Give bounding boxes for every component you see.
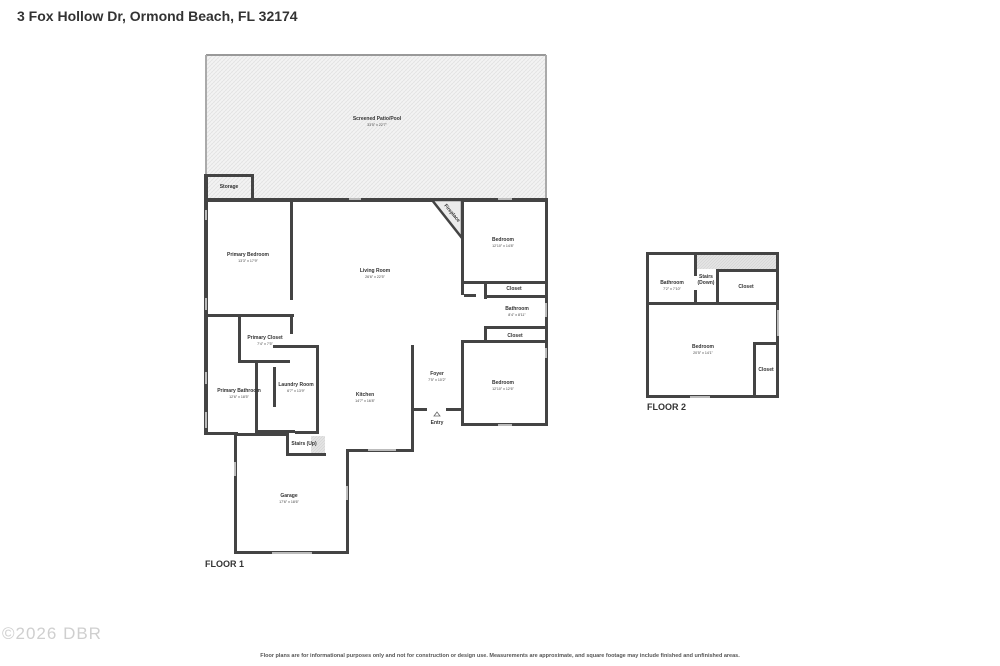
room-primary-closet-dim: 7'4" x 7'5" [257, 342, 273, 346]
f2-stairs-name: Stairs [699, 274, 713, 280]
entry-arrow-icon [433, 411, 441, 417]
north-wall [205, 198, 463, 202]
room-foyer-dim: 7'5" x 10'2" [428, 378, 446, 382]
room-closet-b-name: Closet [507, 333, 523, 339]
room-bedroom-a-dim: 12'10" x 14'8" [492, 244, 514, 248]
f2-bathroom-dim: 7'2" x 7'10" [663, 287, 681, 291]
f2-closet-b-name: Closet [758, 367, 774, 373]
room-primary-bath-name: Primary Bathroom [217, 388, 261, 394]
room-living-room-dim: 26'6" x 22'5" [365, 275, 385, 279]
room-bathroom-dim: 8'4" x 8'11" [508, 313, 526, 317]
patio-area [206, 55, 546, 201]
fireplace-shape [429, 198, 464, 242]
room-primary-bath-dim: 12'6" x 18'5" [229, 395, 249, 399]
room-living-room-name: Living Room [360, 268, 391, 274]
room-bedroom-b-name: Bedroom [492, 380, 515, 386]
room-kitchen-name: Kitchen [356, 392, 374, 398]
room-laundry-name: Laundry Room [278, 382, 314, 388]
room-patio-name: Screened Patio/Pool [353, 116, 402, 122]
room-foyer-name: Foyer [430, 371, 444, 377]
disclaimer-text: Floor plans are for informational purpos… [260, 653, 740, 659]
room-bedroom-b-dim: 12'10" x 12'6" [492, 387, 514, 391]
room-storage-name: Storage [220, 184, 239, 190]
room-primary-bedroom-dim: 13'3" x 17'9" [238, 259, 258, 263]
room-bathroom-name: Bathroom [505, 306, 529, 312]
floor-1-plan: Screened Patio/Pool 33'5" x 22'7" Storag… [204, 54, 548, 554]
room-garage-dim: 17'6" x 18'6" [279, 500, 299, 504]
room-kitchen-dim: 14'7" x 16'8" [355, 399, 375, 403]
floor-2-plan: Bathroom 7'2" x 7'10" Stairs (Down) Clos… [646, 252, 779, 398]
room-patio-dim: 33'5" x 22'7" [367, 123, 387, 127]
room-primary-closet-name: Primary Closet [247, 335, 283, 341]
floor-2-label: FLOOR 2 [647, 402, 687, 412]
page-title: 3 Fox Hollow Dr, Ormond Beach, FL 32174 [17, 8, 298, 24]
room-entry-name: Entry [431, 420, 444, 426]
room-bedroom-a-name: Bedroom [492, 237, 515, 243]
room-garage-name: Garage [280, 493, 297, 499]
room-stairs-up-name: Stairs (Up) [291, 441, 317, 447]
f2-closet-a-name: Closet [738, 284, 754, 290]
watermark-text: ©2026 DBR [2, 624, 102, 643]
room-closet-a-name: Closet [506, 286, 522, 292]
f2-stairs-name2: (Down) [698, 280, 715, 286]
f2-bedroom-name: Bedroom [692, 344, 715, 350]
f2-bedroom-dim: 20'5" x 14'1" [693, 351, 713, 355]
room-primary-bedroom-name: Primary Bedroom [227, 252, 270, 258]
room-laundry-dim: 6'7" x 13'9" [287, 389, 305, 393]
floor-1-label: FLOOR 1 [205, 559, 245, 569]
f2-bathroom-name: Bathroom [660, 280, 684, 286]
stairs-down-area [696, 253, 776, 269]
